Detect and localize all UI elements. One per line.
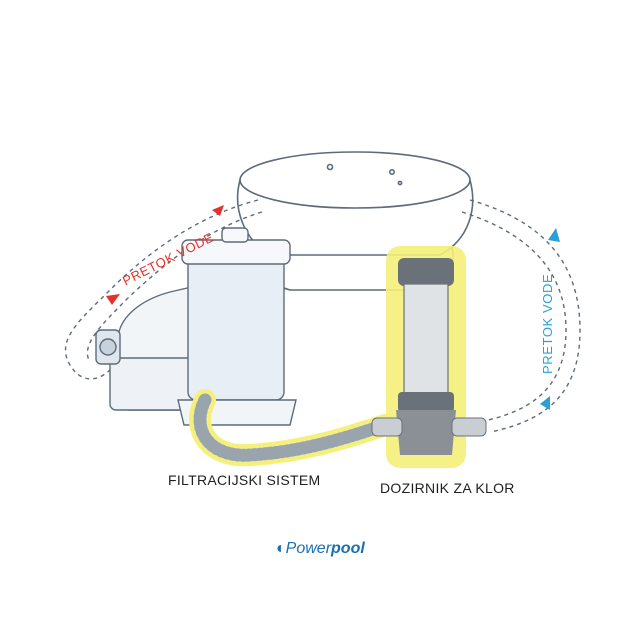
- brand-logo: ◐Powerpool: [276, 540, 365, 558]
- logo-part-1: Power: [285, 540, 332, 557]
- filter-system-label: FILTRACIJSKI SISTEM: [168, 472, 321, 488]
- pool-icon: [236, 151, 474, 291]
- logo-wave-icon: ◐: [276, 540, 286, 557]
- logo-part-2: pool: [331, 540, 365, 557]
- flow-path-left: [64, 199, 263, 380]
- flow-path-right: [461, 199, 581, 433]
- chlorinator-label: DOZIRNIK ZA KLOR: [380, 480, 515, 496]
- hose-icon: [189, 389, 396, 467]
- chlorinator-icon: [371, 246, 487, 468]
- flow-label-right: PRETOK VODE: [540, 273, 555, 374]
